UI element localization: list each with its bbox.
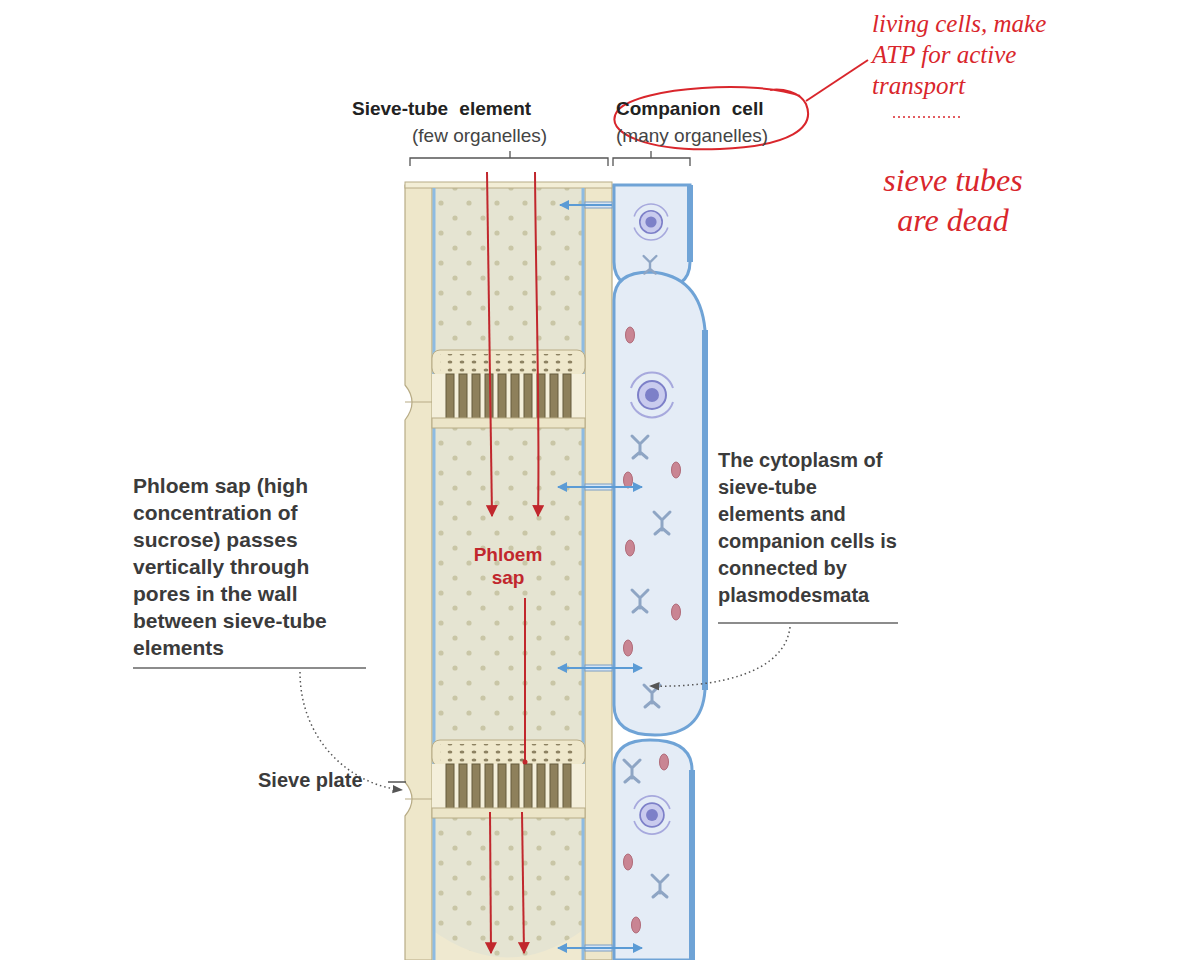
mitochondrion — [672, 462, 681, 478]
shared-cell-wall — [585, 185, 612, 960]
underline — [718, 622, 898, 623]
sieve-plate — [432, 350, 585, 428]
mitochondrion — [632, 917, 641, 933]
nucleus — [631, 373, 673, 418]
nucleus — [634, 796, 670, 834]
hand-underline — [893, 116, 962, 118]
sieve-plate — [432, 740, 585, 818]
cytoskeleton-symbol — [624, 760, 640, 782]
cell-wall — [405, 185, 432, 960]
leader-line — [388, 781, 406, 783]
companion-wall — [702, 330, 708, 690]
cytoskeleton-symbol — [632, 436, 648, 458]
mitochondrion — [624, 472, 633, 488]
plasma-membrane — [433, 188, 436, 960]
handwritten-note: living cells, make ATP for active transp… — [872, 8, 1050, 101]
plasma-membrane — [582, 188, 585, 960]
structure-note: (few organelles) — [412, 125, 547, 147]
sieve-tube-lumen — [432, 185, 585, 960]
companion-wall — [687, 185, 693, 262]
exchange-arrow — [560, 204, 612, 206]
mitochondrion — [660, 754, 669, 770]
cytoskeleton-symbol — [644, 256, 657, 274]
structure-title: Sieve-tube element — [352, 98, 531, 120]
sap-flow-line — [524, 598, 526, 760]
annotation-text: The cytoplasm of sieve-tube elements and… — [718, 447, 906, 609]
sap-flow-arrow — [535, 172, 539, 516]
exchange-arrow — [558, 667, 642, 669]
mitochondrion — [672, 604, 681, 620]
cytoskeleton-symbol — [632, 590, 648, 612]
nucleus — [634, 204, 668, 240]
hand-circle — [614, 87, 808, 149]
cut-wall-top — [405, 182, 612, 188]
cytoskeleton-symbol — [654, 512, 670, 534]
exchange-arrow — [558, 486, 642, 488]
handwritten-note: sieve tubes are dead — [868, 160, 1038, 240]
hand-pointer — [806, 60, 868, 101]
structure-title: Companion cell — [616, 98, 763, 120]
mitochondrion — [626, 327, 635, 343]
sap-flow-arrow — [490, 812, 491, 953]
mitochondrion — [624, 640, 633, 656]
leader-line — [650, 627, 790, 686]
bracket — [410, 151, 608, 166]
part-label: Sieve plate — [258, 769, 363, 792]
annotation-text: Phloem sap (high concentration of sucros… — [133, 472, 371, 661]
sap-flow-arrow — [522, 812, 524, 953]
sap-flow-arrow — [487, 172, 492, 516]
cytoskeleton-symbol — [652, 875, 668, 897]
mitochondrion — [626, 540, 635, 556]
sap-flow-end — [523, 760, 528, 765]
underline — [133, 667, 366, 668]
companion-cell — [614, 272, 705, 735]
lumen-dots — [432, 185, 585, 960]
companion-wall — [689, 770, 695, 960]
mitochondrion — [624, 854, 633, 870]
bracket — [613, 151, 690, 166]
structure-note: (many organelles) — [616, 125, 768, 147]
flow-label: Phloem sap — [463, 543, 553, 589]
exchange-arrow — [558, 947, 642, 949]
companion-cell — [614, 740, 692, 960]
wall-junction — [405, 402, 432, 799]
cytoskeleton-symbol — [644, 685, 660, 707]
cut-surface — [432, 930, 583, 960]
